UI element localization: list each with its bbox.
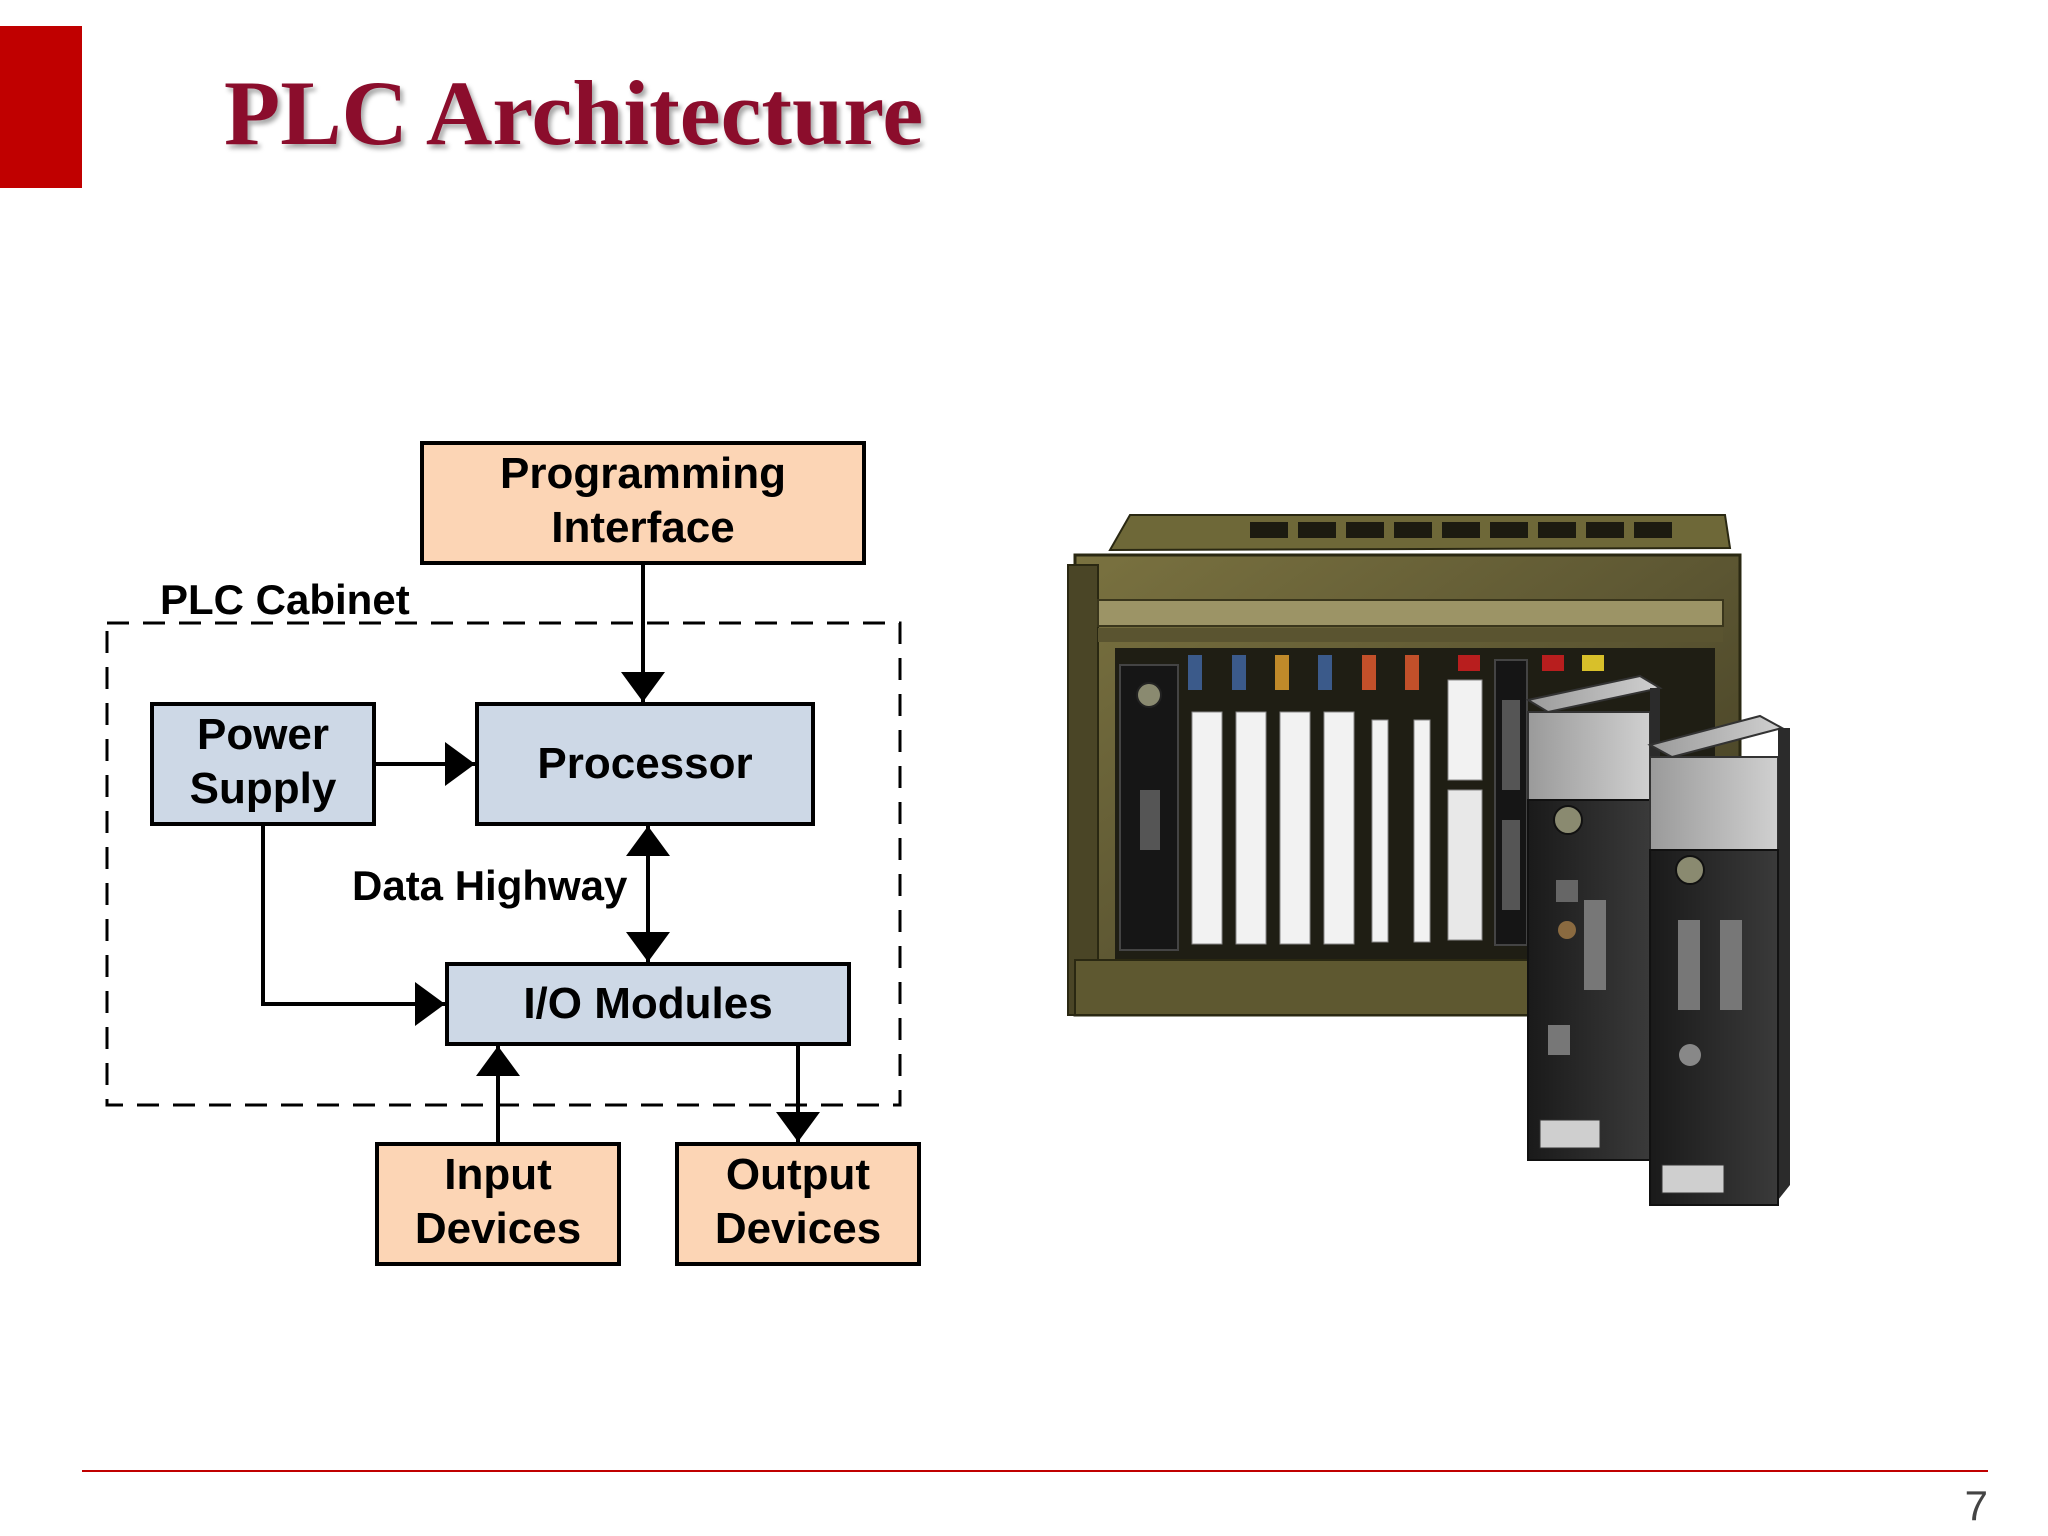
power-supply-line2: Supply — [190, 764, 337, 813]
title-accent-bar — [0, 26, 82, 188]
processor-label: Processor — [537, 739, 752, 788]
svg-text:Programming: Programming — [500, 449, 786, 498]
connector-power-to-io — [261, 824, 445, 1026]
input-devices-box: Input Devices — [375, 1142, 621, 1266]
data-highway-label: Data Highway — [352, 862, 628, 909]
svg-text:Devices: Devices — [715, 1204, 881, 1253]
footer-divider — [82, 1470, 1988, 1472]
plc-hardware-illustration — [1067, 514, 1790, 1206]
input-devices-line1: Input — [444, 1150, 552, 1199]
svg-text:Supply: Supply — [190, 764, 337, 813]
slide-title: PLC Architecture — [224, 62, 924, 164]
programming-interface-box: Programming Interface — [420, 441, 866, 565]
svg-text:Input: Input — [444, 1150, 552, 1199]
power-supply-box: Power Supply — [150, 702, 376, 826]
plc-cabinet-boundary — [105, 621, 902, 1107]
input-devices-line2: Devices — [415, 1204, 581, 1253]
programming-interface-line1: Programming — [500, 449, 786, 498]
page-number: 7 — [1964, 1482, 1988, 1529]
svg-text:Power: Power — [197, 710, 329, 759]
svg-text:Output: Output — [726, 1150, 871, 1199]
power-supply-line1: Power — [197, 710, 329, 759]
output-devices-box: Output Devices — [675, 1142, 921, 1266]
io-modules-box: I/O Modules — [445, 962, 851, 1046]
output-devices-line2: Devices — [715, 1204, 881, 1253]
svg-text:Devices: Devices — [415, 1204, 581, 1253]
io-modules-label: I/O Modules — [523, 979, 772, 1028]
processor-box: Processor — [475, 702, 815, 826]
programming-interface-line2: Interface — [551, 503, 734, 552]
output-devices-line1: Output — [726, 1150, 871, 1199]
svg-text:Interface: Interface — [551, 503, 734, 552]
plc-cabinet-label: PLC Cabinet — [160, 576, 410, 623]
